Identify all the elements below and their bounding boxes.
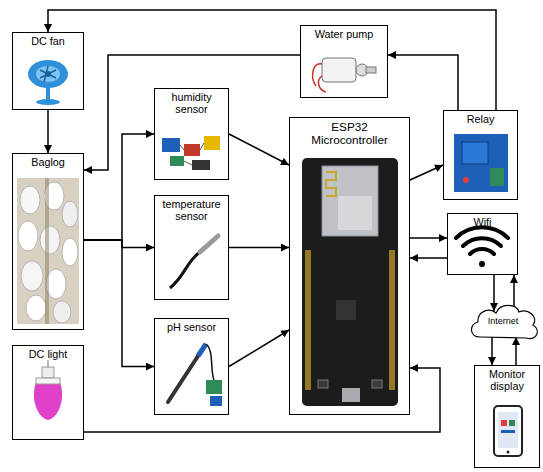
arrow-connector: [48, 10, 496, 110]
node-label: temperature sensor: [157, 198, 226, 223]
node-label: Monitor display: [477, 368, 537, 393]
sensor-box: temperature sensor: [154, 195, 229, 300]
arrow-connector: [410, 165, 443, 180]
node-label: Relay: [446, 113, 515, 125]
arrow-connector: [410, 237, 447, 239]
phone-icon: [494, 406, 522, 456]
arrow-connector: [491, 337, 493, 365]
arrow-connector: [410, 257, 447, 259]
arrow-connector: [84, 240, 154, 248]
relay-board: [454, 134, 508, 192]
arrow-connector: [84, 55, 300, 170]
wifi-icon: [456, 227, 508, 267]
humidity-sensor-photo: [162, 136, 220, 170]
wifi-box: Wifi: [447, 213, 518, 275]
arrow-connector: [229, 134, 289, 165]
node-label: DC fan: [15, 35, 81, 47]
arrow-connector: [47, 110, 49, 153]
node-label: Wifi: [450, 216, 515, 228]
arrow-connector: [388, 55, 458, 110]
node-label: ESP32 Microcontroller: [292, 120, 407, 147]
arrow-connector: [84, 134, 154, 240]
arrow-connector: [84, 368, 440, 432]
node-label: Baglog: [15, 156, 81, 168]
ph-sensor-photo: [168, 344, 222, 406]
node-label: pH sensor: [157, 321, 226, 333]
esp32-board: [302, 158, 398, 406]
display-box: Monitor display: [474, 365, 540, 468]
sensor-box: pH sensor: [154, 318, 229, 415]
baglog-box: Baglog: [12, 153, 84, 330]
relay-box: Relay: [443, 110, 518, 200]
fan-icon: [28, 60, 68, 105]
node-label: humidity sensor: [157, 91, 226, 116]
baglog-photo: [17, 178, 79, 324]
temperature-probe-photo: [170, 236, 218, 288]
cloud-shape: [471, 305, 537, 338]
sensor-box: humidity sensor: [154, 88, 229, 180]
pump-icon: [313, 58, 376, 92]
arrow-connector: [84, 240, 154, 367]
light-box: DC light: [12, 345, 84, 440]
node-label: Internet: [487, 316, 520, 326]
arrow-connector: [515, 337, 517, 365]
arrow-connector: [229, 247, 289, 249]
controller-box: ESP32 Microcontroller: [289, 117, 410, 415]
node-label: DC light: [15, 348, 81, 360]
internet-cloud: Internet: [466, 300, 540, 344]
node-label: Water pump: [303, 28, 385, 40]
pump-box: Water pump: [300, 25, 388, 98]
arrow-connector: [229, 330, 289, 367]
fan-box: DC fan: [12, 32, 84, 110]
bulb-icon: [34, 360, 62, 420]
arrow-connector: [493, 275, 495, 311]
